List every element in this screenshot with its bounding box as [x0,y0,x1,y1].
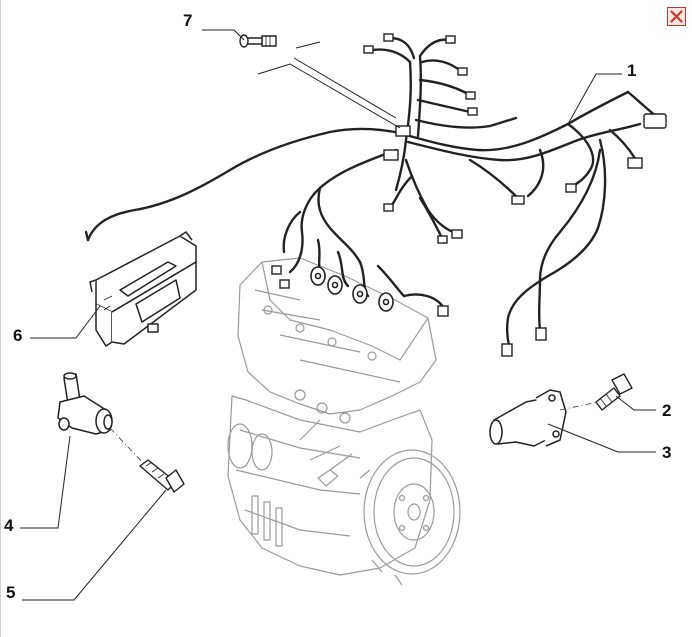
callout-5: 5 [6,583,16,602]
callout-1: 1 [627,61,637,80]
engine-block [227,257,461,586]
injector-plugs [310,266,394,312]
callout-4: 4 [4,516,14,535]
part-6-ecu [89,231,197,347]
callout-6: 6 [13,326,23,345]
part-4-sensor [57,372,113,435]
close-icon [670,10,683,23]
part-7-bolt [239,34,277,48]
harness-connectors [271,33,667,357]
callout-3: 3 [662,443,672,462]
part-3-fitting [489,389,567,447]
leader-lines [20,29,656,601]
close-button[interactable] [667,7,686,26]
callout-2: 2 [662,401,672,420]
alignment-lines [109,401,599,467]
part-2-bolt [595,373,633,411]
callout-7: 7 [183,11,193,30]
part-5-bolt [139,459,185,493]
